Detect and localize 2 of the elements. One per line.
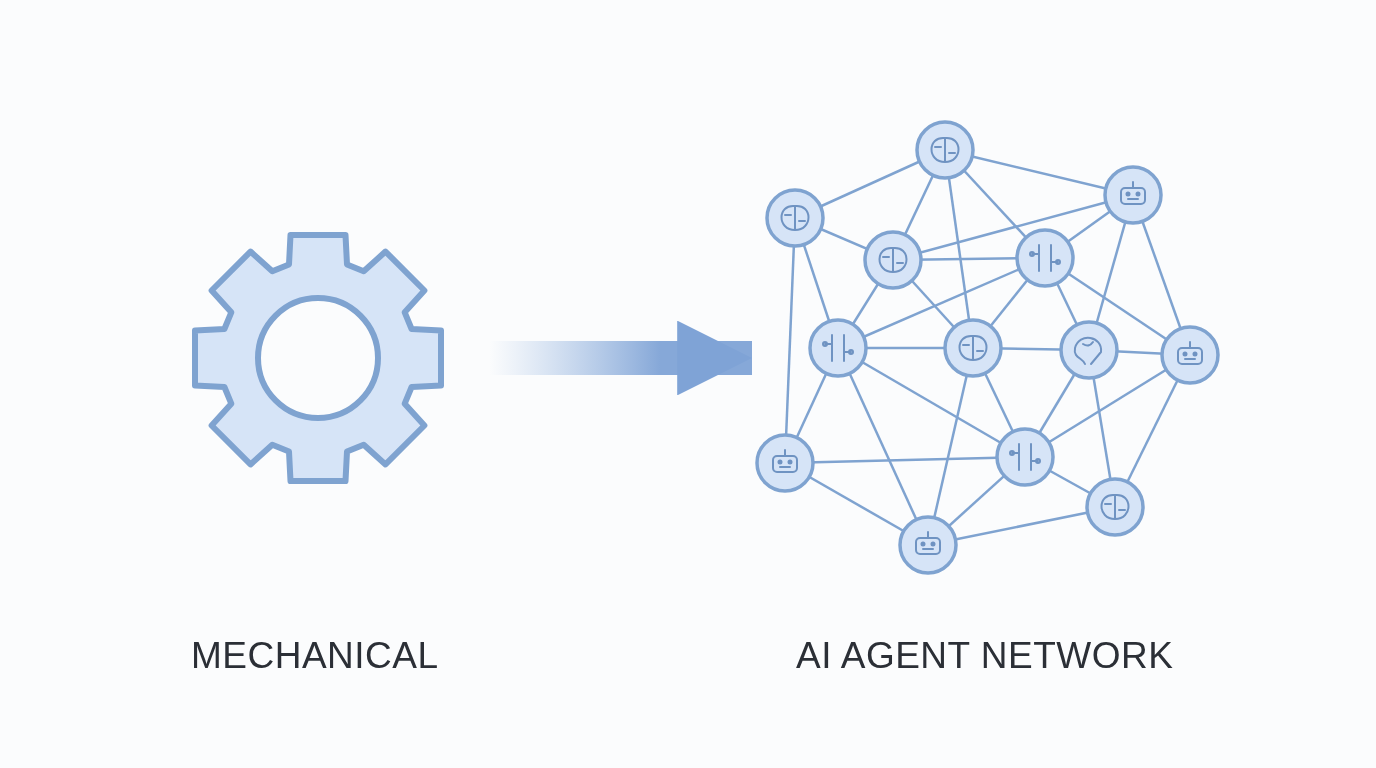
label: AI AGENT NETWORK (796, 637, 1174, 674)
label: MECHANICAL (191, 637, 439, 674)
